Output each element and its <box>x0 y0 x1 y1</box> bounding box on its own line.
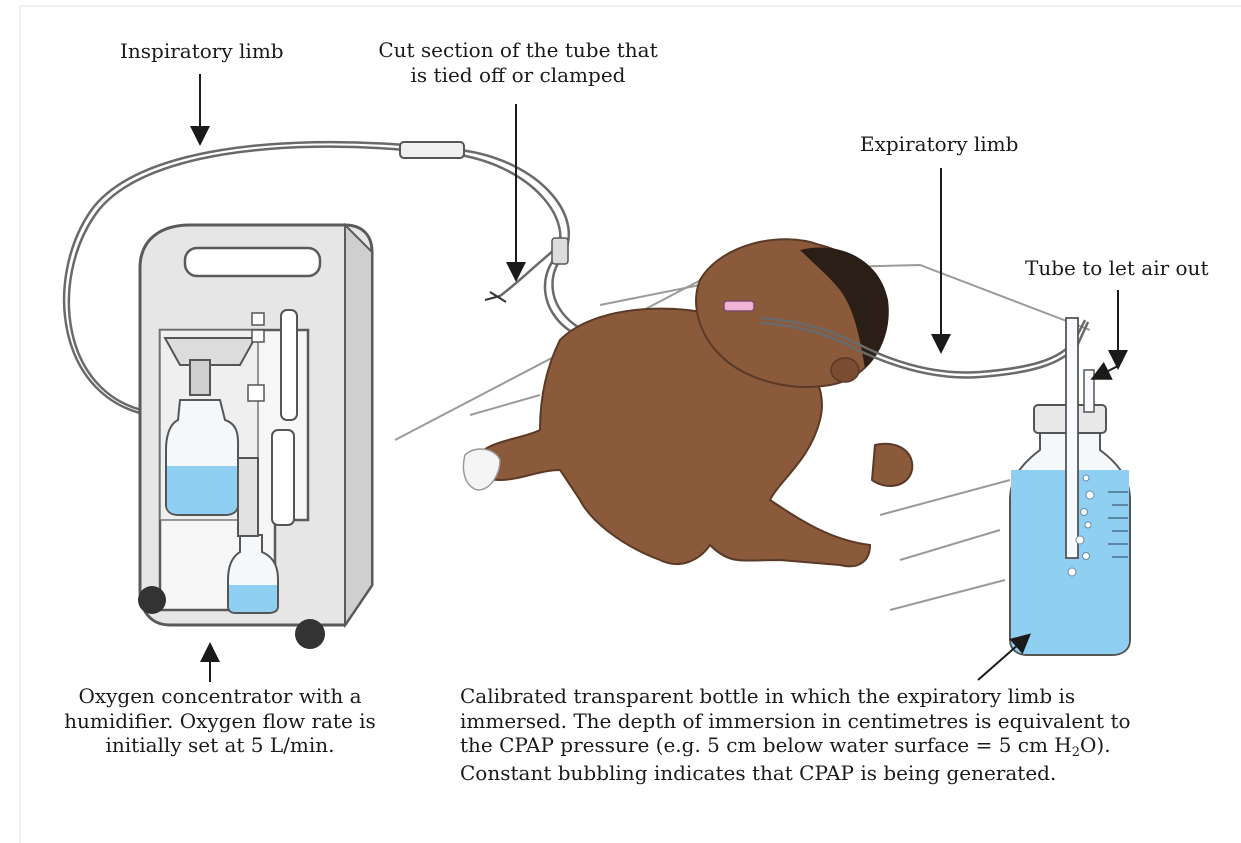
infant-hand <box>872 444 912 486</box>
oxygen-concentrator <box>138 225 372 649</box>
label-bottle-line3: the CPAP pressure (e.g. 5 cm below water… <box>460 733 1131 761</box>
label-oxygen-concentrator: Oxygen concentrator with a humidifier. O… <box>40 684 400 758</box>
label-calibrated-bottle: Calibrated transparent bottle in which t… <box>460 684 1131 786</box>
label-concentrator-line1: Oxygen concentrator with a <box>40 684 400 709</box>
iv-dressing <box>463 449 500 490</box>
nasal-prongs <box>724 301 754 311</box>
label-cut-section-line2: is tied off or clamped <box>368 63 668 88</box>
label-cut-section-line1: Cut section of the tube that <box>368 38 668 63</box>
flow-meter-top <box>281 310 297 420</box>
label-concentrator-line2: humidifier. Oxygen flow rate is <box>40 709 400 734</box>
immersed-tube <box>1066 318 1078 558</box>
label-bottle-line4: Constant bubbling indicates that CPAP is… <box>460 761 1131 786</box>
label-bottle-line2: immersed. The depth of immersion in cent… <box>460 709 1131 734</box>
label-inspiratory-limb: Inspiratory limb <box>120 39 284 64</box>
label-bottle-line3-sub: 2 <box>1072 745 1080 760</box>
label-bottle-line1: Calibrated transparent bottle in which t… <box>460 684 1131 709</box>
arrow-bottle <box>978 636 1028 680</box>
wheel-left <box>138 586 166 614</box>
air-out-tube <box>1084 370 1094 412</box>
arrow-air-out-head <box>1094 366 1118 378</box>
label-concentrator-line3: initially set at 5 L/min. <box>40 733 400 758</box>
label-cut-section: Cut section of the tube that is tied off… <box>368 38 668 87</box>
label-bottle-line3-post: O). <box>1080 733 1111 757</box>
concentrator-handle <box>185 248 320 276</box>
wheel-right <box>295 619 325 649</box>
label-expiratory-limb: Expiratory limb <box>860 132 1018 157</box>
label-bottle-line3-pre: the CPAP pressure (e.g. 5 cm below water… <box>460 733 1072 757</box>
label-tube-air-out: Tube to let air out <box>1025 256 1208 281</box>
tube-connector <box>400 142 464 158</box>
flow-meter-bottom <box>272 430 294 525</box>
tube-clip <box>552 238 568 264</box>
